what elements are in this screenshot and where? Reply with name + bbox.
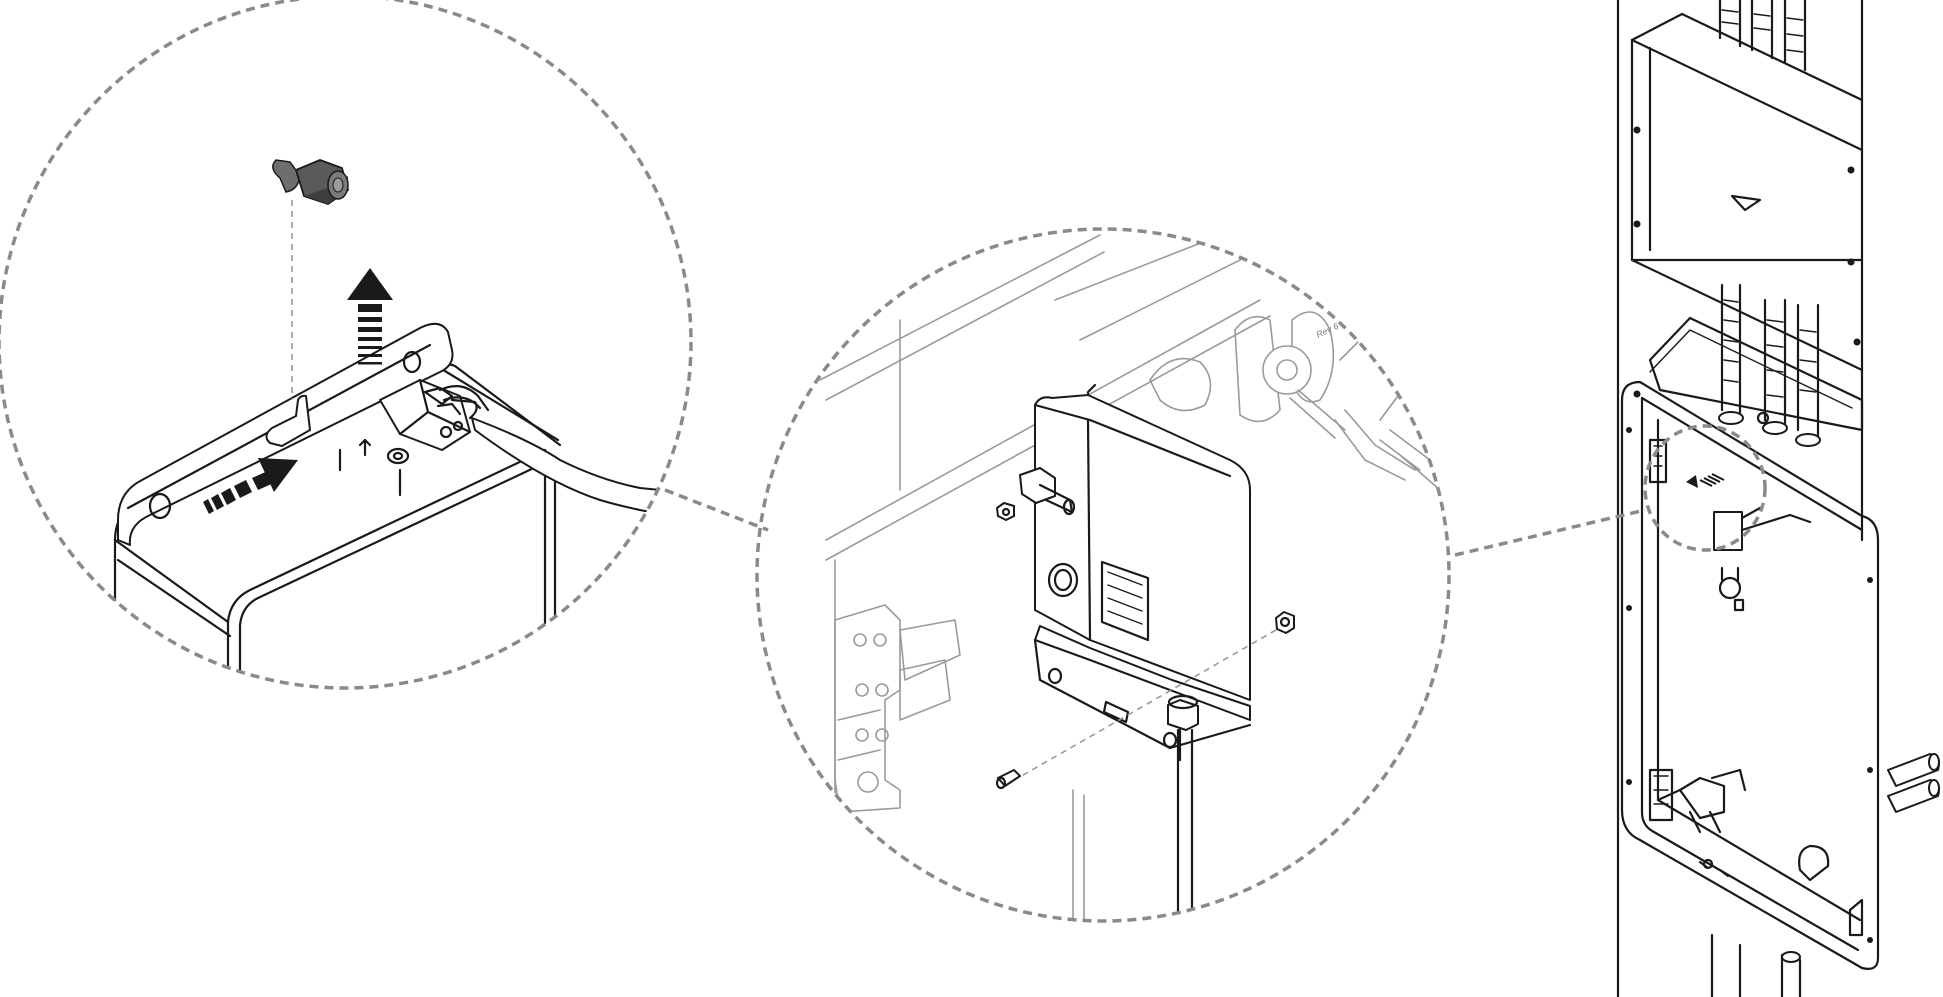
flex-conduits-lower (1718, 283, 1821, 447)
overall-unit-view (1616, 0, 1940, 997)
left-callout-border (0, 0, 693, 690)
flex-conduits-top (1718, 0, 1807, 72)
small-striped-arrow-icon (1686, 473, 1725, 488)
left-detail-callout (0, 0, 693, 690)
small-nut-left-bolt-icon (996, 502, 1015, 521)
panel-mark-icon (1730, 194, 1762, 212)
frame-screws (1626, 427, 1873, 943)
leader-line-middle (1454, 508, 1646, 557)
enclosure-components (1648, 438, 1864, 937)
striped-arrow-up-icon (347, 268, 393, 365)
striped-arrow-right-icon (203, 458, 298, 514)
panel-rivets (1633, 126, 1861, 398)
side-knobs (1887, 753, 1940, 813)
leader-line-left (664, 488, 769, 532)
screw-lower-bolt-icon (995, 769, 1021, 790)
detail-callout-marker (1643, 424, 1767, 552)
middle-detail-callout: Rev 6 (755, 227, 1451, 923)
middle-callout-border (755, 227, 1451, 923)
bolt-icon (272, 159, 350, 205)
nut-right-bolt-icon (1275, 611, 1295, 634)
